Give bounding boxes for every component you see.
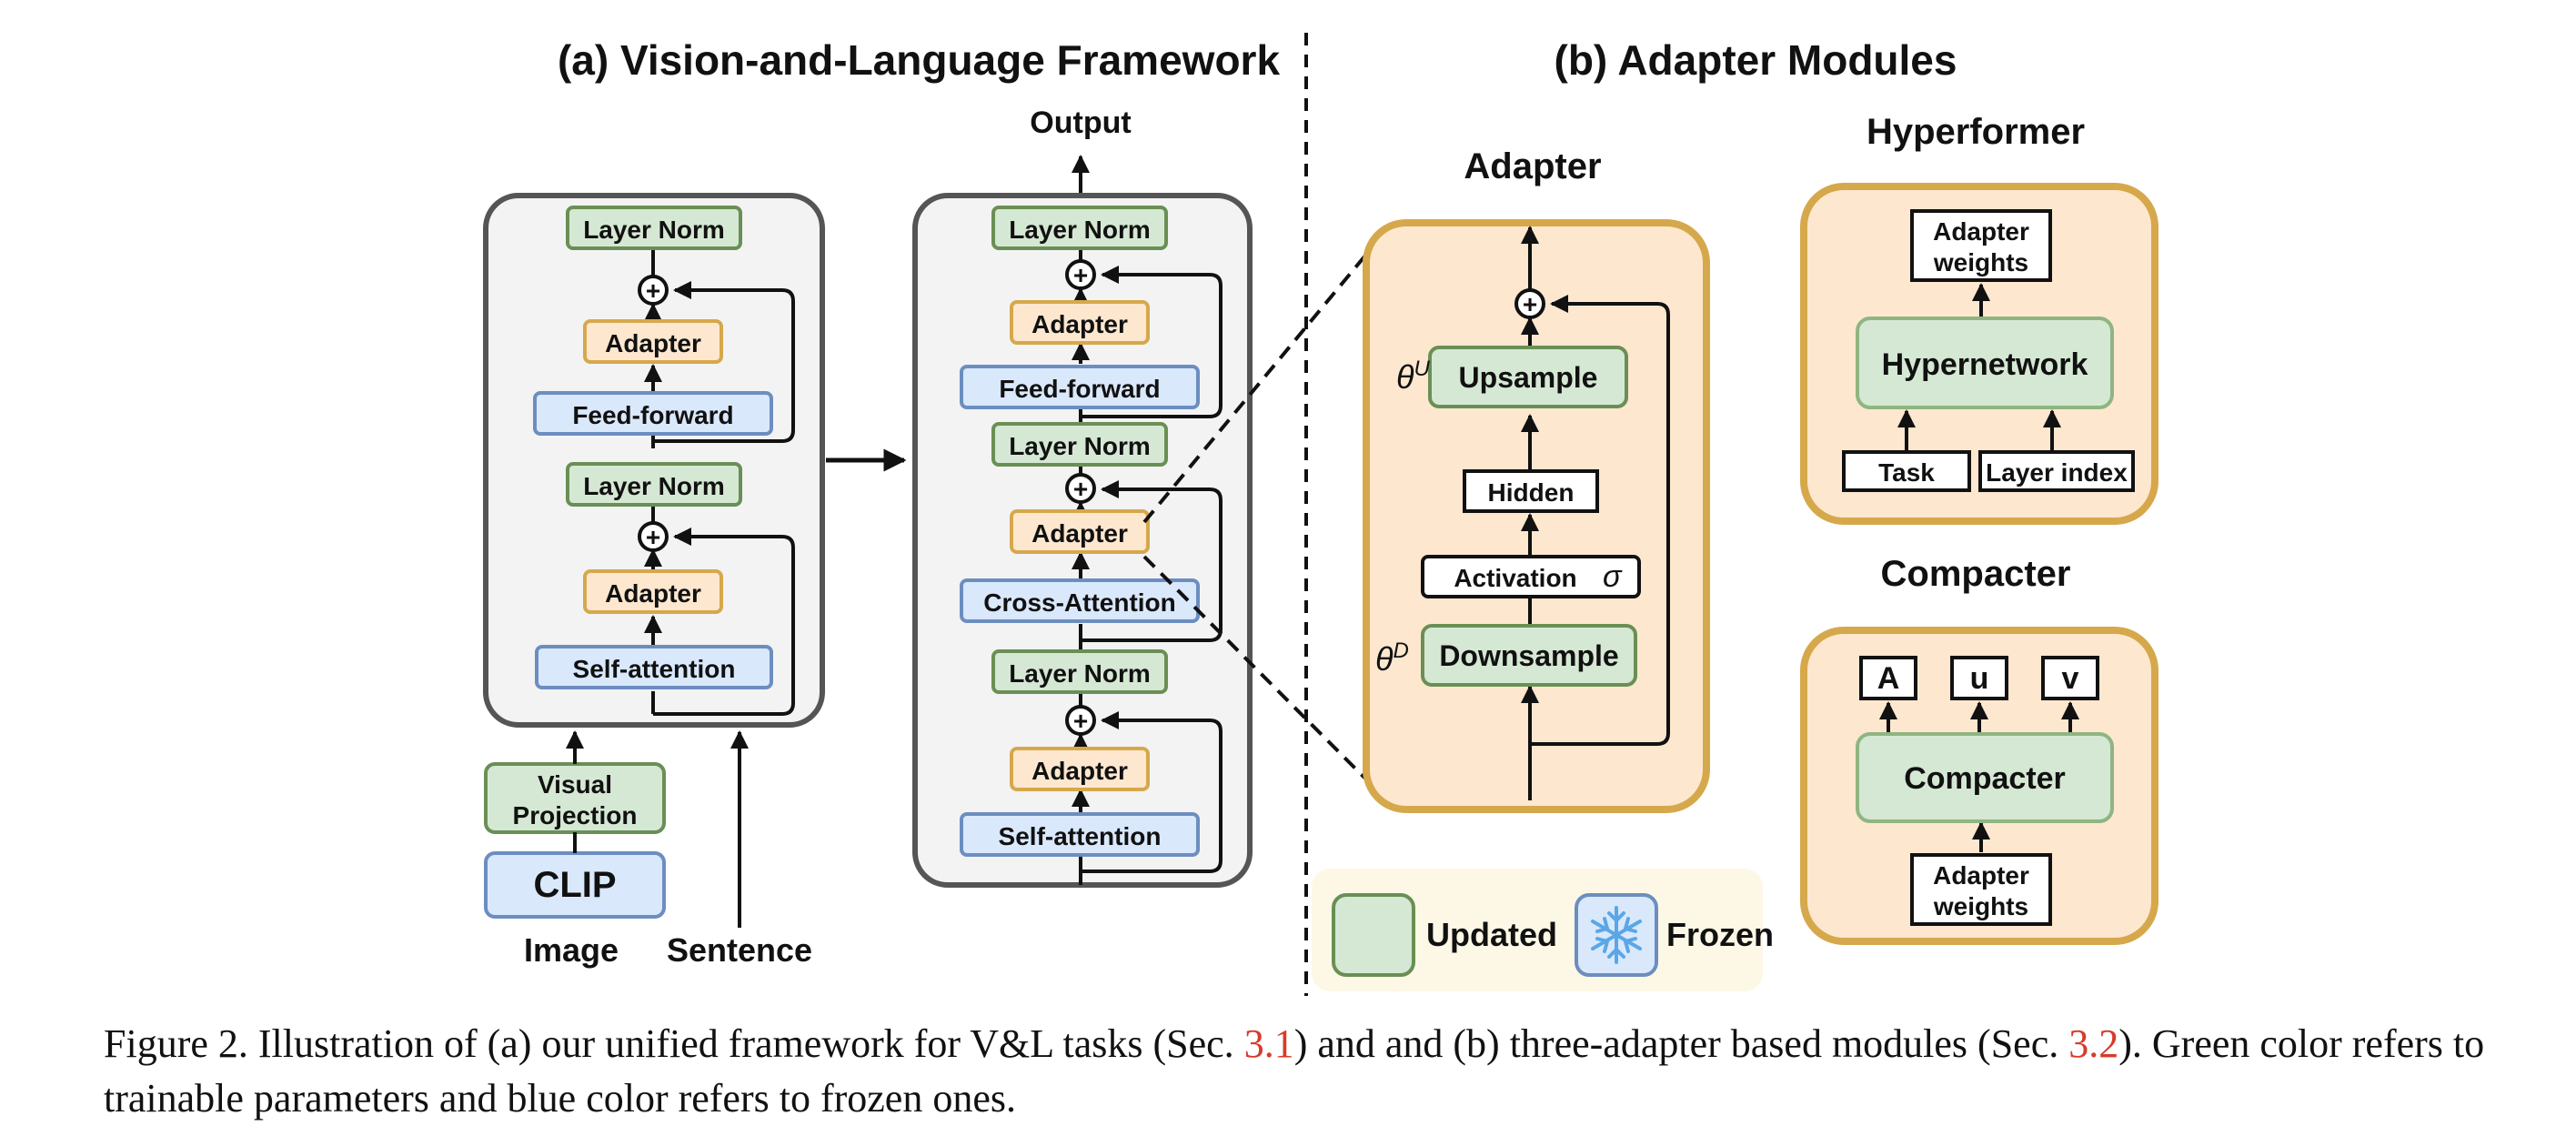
- encoder-add-circle-bottom: +: [638, 521, 669, 552]
- decoder-layer-norm-2: [991, 422, 1168, 467]
- decoder-add-circle-1: +: [1065, 259, 1096, 290]
- vector-v-label: v: [2062, 661, 2079, 696]
- upsample-label: Upsample: [1459, 361, 1598, 394]
- decoder-add-circle-3: +: [1065, 705, 1096, 736]
- decoder-adapter-3-label: Adapter: [1031, 757, 1128, 785]
- decoder-layer-norm-2-label: Layer Norm: [1009, 432, 1151, 460]
- encoder-self-attention-label: Self-attention: [573, 655, 736, 683]
- upsample-box: [1428, 346, 1628, 408]
- encoder-adapter-top: [583, 319, 723, 364]
- svg-text:+: +: [1073, 707, 1088, 735]
- image-label: Image: [524, 931, 619, 969]
- decoder-layer-norm-3: [991, 649, 1168, 694]
- compacter-label: Compacter: [1904, 761, 2066, 796]
- encoder-layer-norm-top-label: Layer Norm: [583, 216, 725, 244]
- snowflake-icon: [1591, 906, 1642, 964]
- caption-text-2: ) and and (b) three-adapter based module…: [1293, 1021, 2069, 1066]
- matrix-a-label: A: [1877, 661, 1900, 696]
- zoom-line-top: [1142, 233, 1384, 524]
- theta-u-label: θU: [1396, 357, 1431, 396]
- compacter-box: [1856, 732, 2114, 823]
- caption-text-3: ). Green color refers to trainable param…: [104, 1021, 2485, 1121]
- decoder-layer-norm-1: [991, 206, 1168, 250]
- decoder-self-attention-label: Self-attention: [999, 822, 1162, 850]
- encoder-feed-forward: [533, 391, 773, 436]
- matrix-a-box: [1859, 656, 1917, 700]
- decoder-self-attention: [960, 812, 1200, 857]
- activation-label: Activation: [1454, 564, 1576, 592]
- hyperformer-adapter-weights-line1: Adapter: [1933, 217, 2029, 246]
- decoder-output-label: Output: [1030, 106, 1131, 140]
- compacter-adapter-weights-box: [1910, 853, 2052, 926]
- vector-v-box: [2041, 656, 2099, 700]
- adapter-module-add-circle: +: [1514, 288, 1545, 319]
- vector-u-box: [1950, 656, 2008, 700]
- title-vl-framework: (a) Vision-and-Language Framework: [558, 36, 1280, 84]
- sigma-label: σ: [1603, 559, 1623, 594]
- legend-updated-swatch: [1332, 893, 1415, 977]
- clip-label: CLIP: [533, 865, 616, 905]
- hyperformer-adapter-weights-line2: weights: [1933, 248, 2028, 276]
- encoder-layer-norm-top: [566, 206, 742, 250]
- hyperformer-adapter-weights-box: [1910, 209, 2052, 282]
- layer-index-label: Layer index: [1986, 458, 2128, 487]
- adapter-module-title: Adapter: [1464, 146, 1601, 186]
- hidden-box: [1463, 469, 1599, 513]
- zoom-line-bottom: [1142, 555, 1384, 798]
- encoder-self-attention: [535, 645, 773, 689]
- decoder-adapter-1-label: Adapter: [1031, 310, 1128, 338]
- svg-text:+: +: [1073, 475, 1088, 503]
- vector-u-label: u: [1970, 661, 1989, 696]
- hypernetwork-label: Hypernetwork: [1882, 347, 2088, 382]
- compacter-title: Compacter: [1881, 554, 2071, 594]
- decoder-feed-forward: [960, 365, 1200, 409]
- decoder-adapter-2: [1010, 509, 1150, 554]
- encoder-feed-forward-label: Feed-forward: [572, 401, 733, 429]
- decoder-cross-attention-label: Cross-Attention: [983, 588, 1176, 617]
- legend-updated-label: Updated: [1426, 916, 1557, 953]
- sentence-label: Sentence: [667, 931, 812, 969]
- visual-projection-label-line2: Projection: [513, 801, 638, 829]
- encoder-layer-norm-mid: [566, 462, 742, 507]
- downsample-box: [1421, 624, 1637, 687]
- hyperformer-title: Hyperformer: [1867, 112, 2085, 152]
- compacter-adapter-weights-line2: weights: [1933, 892, 2028, 920]
- task-label: Task: [1878, 458, 1935, 487]
- decoder-feed-forward-label: Feed-forward: [999, 375, 1160, 403]
- encoder-panel: [483, 193, 825, 728]
- activation-box: [1421, 555, 1641, 598]
- svg-text:+: +: [1073, 261, 1088, 289]
- task-box: [1842, 450, 1971, 492]
- decoder-cross-attention: [960, 578, 1200, 623]
- hidden-label: Hidden: [1488, 478, 1575, 507]
- caption-ref-sec-3-2[interactable]: 3.2: [2068, 1021, 2119, 1066]
- figure-caption: Figure 2. Illustration of (a) our unifie…: [104, 1017, 2560, 1126]
- downsample-label: Downsample: [1439, 639, 1618, 672]
- caption-text-1: Figure 2. Illustration of (a) our unifie…: [104, 1021, 1244, 1066]
- decoder-adapter-2-label: Adapter: [1031, 519, 1128, 548]
- svg-text:+: +: [1523, 290, 1537, 318]
- decoder-add-circle-2: +: [1065, 473, 1096, 504]
- decoder-layer-norm-1-label: Layer Norm: [1009, 216, 1151, 244]
- encoder-adapter-bottom-label: Adapter: [605, 579, 701, 608]
- svg-text:+: +: [646, 523, 660, 551]
- encoder-add-circle-top: +: [638, 275, 669, 306]
- layer-index-box: [1978, 450, 2135, 492]
- hypernetwork-box: [1856, 317, 2114, 409]
- theta-d-label: θD: [1375, 638, 1409, 678]
- legend-frozen-label: Frozen: [1666, 916, 1774, 953]
- decoder-adapter-3: [1010, 747, 1150, 791]
- compacter-adapter-weights-line1: Adapter: [1933, 861, 2029, 890]
- decoder-layer-norm-3-label: Layer Norm: [1009, 659, 1151, 688]
- title-adapter-modules: (b) Adapter Modules: [1555, 36, 1957, 84]
- encoder-layer-norm-mid-label: Layer Norm: [583, 472, 725, 500]
- encoder-adapter-top-label: Adapter: [605, 329, 701, 357]
- decoder-adapter-1: [1010, 300, 1150, 345]
- encoder-adapter-bottom: [583, 569, 723, 614]
- caption-ref-sec-3-1[interactable]: 3.1: [1243, 1021, 1294, 1066]
- svg-text:+: +: [646, 276, 660, 305]
- visual-projection-label-line1: Visual: [538, 770, 612, 799]
